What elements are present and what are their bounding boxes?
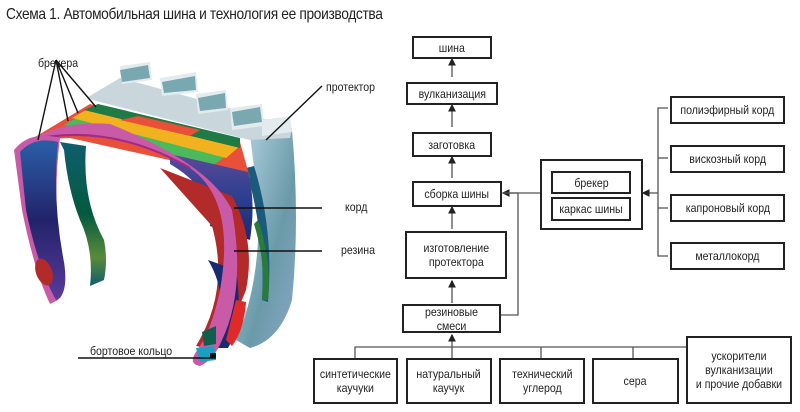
label-breakers: брекера: [38, 56, 79, 70]
box-ingredient-natural-rubber: натуральный каучук: [406, 358, 492, 404]
breaker-yellow: [72, 110, 240, 158]
box-breaker: брекер: [551, 171, 631, 194]
box-ingredient-carbon-black: технический углерод: [499, 358, 585, 404]
box-tire: шина: [412, 36, 492, 59]
label-cord: корд: [345, 200, 368, 214]
box-cord-viscose: вискозный корд: [670, 145, 785, 173]
box-ingredient-sulfur: сера: [592, 358, 679, 404]
box-carcass: каркас шины: [551, 197, 631, 221]
bead-curl: [35, 258, 53, 286]
box-assembly: сборка шины: [412, 181, 502, 207]
box-rubber-mixes: резиновые смеси: [402, 304, 501, 333]
box-tread-making: изготовление протектора: [405, 231, 507, 279]
box-blank: заготовка: [412, 132, 492, 157]
box-cord-nylon: капроновый корд: [670, 194, 785, 222]
box-ingredient-accelerators: ускорители вулканизации и прочие добавки: [686, 336, 792, 404]
label-bead-ring: бортовое кольцо: [90, 344, 173, 358]
box-cord-polyester: полиэфирный корд: [670, 96, 785, 124]
leader-lines: [37, 59, 323, 359]
box-vulcanization: вулканизация: [406, 82, 498, 105]
inner-liner: [28, 123, 238, 366]
label-tread: протектор: [326, 80, 376, 94]
sidewall-left-inner: [60, 142, 106, 286]
box-ingredient-synthetic-rubber: синтетические каучуки: [313, 358, 398, 404]
label-rubber: резина: [341, 243, 375, 257]
page-title: Схема 1. Автомобильная шина и технология…: [6, 6, 383, 23]
tire-illustration: [14, 59, 323, 366]
box-cord-metal: металлокорд: [670, 242, 785, 270]
